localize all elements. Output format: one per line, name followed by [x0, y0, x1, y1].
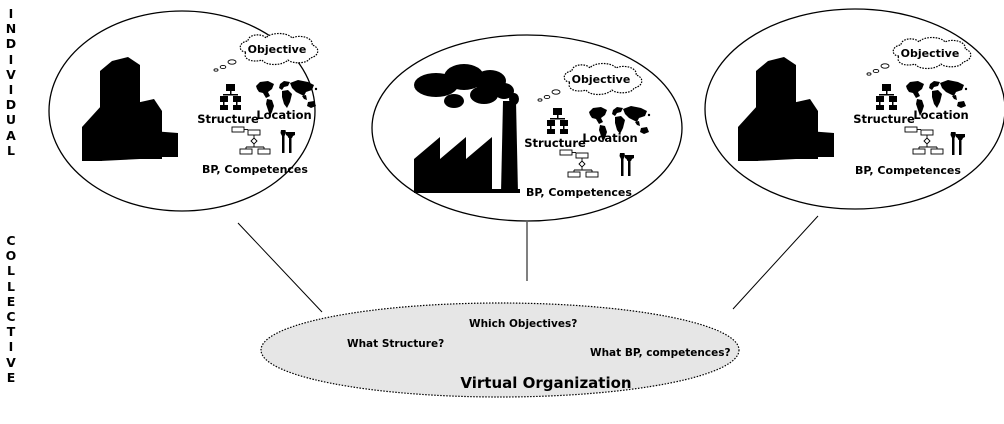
- question-structure: What Structure?: [347, 338, 444, 350]
- individual-letter: I: [8, 82, 14, 98]
- collective-letter: L: [7, 263, 15, 279]
- objective-label: Objective: [901, 47, 960, 60]
- objective-label: Objective: [248, 43, 307, 56]
- connector-line: [237, 222, 323, 313]
- collective-vertical-label: C O L L E C T I V E: [0, 233, 22, 385]
- collective-letter: C: [6, 233, 16, 248]
- individual-letter: V: [6, 66, 16, 82]
- structure-label: Structure: [197, 112, 259, 126]
- collective-letter: E: [6, 293, 16, 309]
- structure-label: Structure: [524, 136, 586, 150]
- individual-letter: I: [8, 51, 14, 67]
- question-bp-competences: What BP, competences?: [590, 347, 731, 359]
- connector-line: [732, 215, 819, 310]
- collective-letter: O: [5, 248, 17, 264]
- location-label: Location: [582, 131, 637, 145]
- question-objectives: Which Objectives?: [469, 318, 577, 330]
- individual-letter: L: [7, 142, 15, 158]
- bp-competences-label: BP, Competences: [855, 164, 961, 177]
- bp-competences-label: BP, Competences: [526, 186, 632, 199]
- collective-letter: L: [7, 278, 15, 294]
- collective-letter: C: [6, 309, 16, 325]
- individual-letter: A: [6, 127, 16, 143]
- individual-vertical-label: I N D I V I D U A L: [0, 6, 22, 158]
- collective-letter: T: [6, 324, 16, 340]
- individual-letter: I: [8, 6, 14, 21]
- structure-label: Structure: [853, 112, 915, 126]
- virtual-organization-ellipse: [260, 302, 740, 398]
- location-label: Location: [913, 108, 968, 122]
- collective-letter: V: [6, 354, 16, 370]
- collective-letter: E: [6, 369, 16, 385]
- location-label: Location: [256, 108, 311, 122]
- individual-letter: N: [5, 21, 17, 37]
- collective-letter: I: [8, 339, 14, 355]
- individual-letter: D: [5, 36, 17, 52]
- bp-competences-label: BP, Competences: [202, 163, 308, 176]
- individual-letter: D: [5, 97, 17, 113]
- objective-label: Objective: [572, 73, 631, 86]
- virtual-organization-title: Virtual Organization: [460, 374, 631, 392]
- individual-letter: U: [5, 112, 17, 128]
